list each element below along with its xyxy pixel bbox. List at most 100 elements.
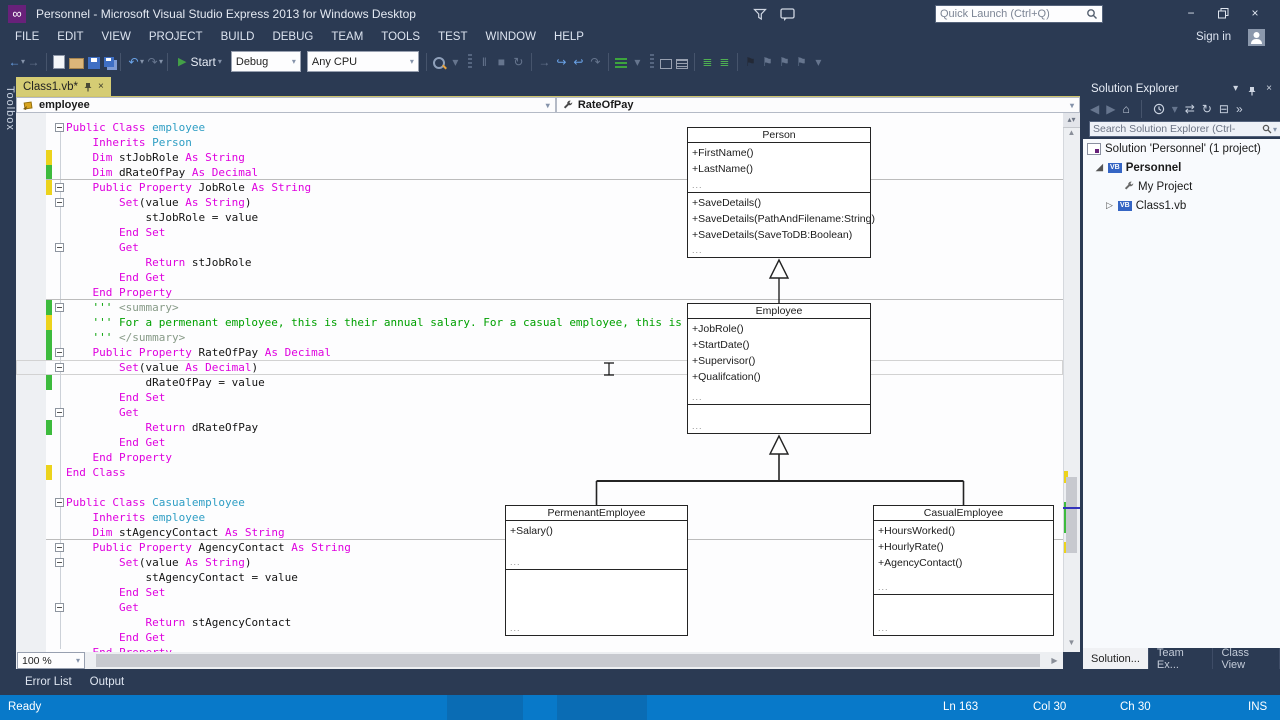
type-dropdown[interactable]: employee ▾ [16,97,556,113]
user-avatar-icon[interactable] [1248,29,1265,46]
comment-icon[interactable] [614,58,627,68]
code-line[interactable]: Dim dRateOfPay As Decimal [16,165,1063,180]
bottom-tab-output[interactable]: Output [89,676,125,688]
code-line[interactable]: dRateOfPay = value [16,375,1063,390]
fold-collapse-icon[interactable] [55,498,64,507]
menu-tools[interactable]: TOOLS [381,31,421,43]
restore-button[interactable] [1210,2,1236,24]
panel-menu-icon[interactable]: ▾ [1233,82,1239,94]
history-back-icon[interactable]: ◀ [1090,102,1100,116]
refresh-icon[interactable]: ↻ [1201,102,1212,116]
add-item-icon[interactable] [69,58,85,69]
code-line[interactable]: Public Property JobRole As String [16,180,1063,195]
menu-file[interactable]: FILE [15,31,40,43]
quick-launch-input[interactable]: Quick Launch (Ctrl+Q) [935,5,1103,23]
tree-item-solution-personnel-1-project-[interactable]: Solution 'Personnel' (1 project) [1083,139,1280,158]
fold-collapse-icon[interactable] [55,198,64,207]
fold-collapse-icon[interactable] [55,243,64,252]
comment-overflow-icon[interactable]: ▾ [634,54,641,69]
code-line[interactable]: Set(value As String) [16,195,1063,210]
menu-edit[interactable]: EDIT [57,31,84,43]
redo-icon[interactable]: ↷ [147,54,158,69]
fold-collapse-icon[interactable] [55,303,64,312]
feedback-bubble-icon[interactable] [780,8,796,22]
fold-collapse-icon[interactable] [55,603,64,612]
code-line[interactable]: ''' For a permenant employee, this is th… [16,315,1063,330]
pending-changes-dropdown-icon[interactable]: ▾ [1171,102,1178,116]
code-line[interactable]: Public Property AgencyContact As String [16,540,1063,555]
menu-debug[interactable]: DEBUG [272,31,314,43]
code-line[interactable]: Get [16,240,1063,255]
code-line[interactable]: End Property [92,451,172,464]
vertical-scrollbar[interactable] [1063,113,1080,652]
code-line[interactable]: Get [16,405,1063,420]
undo-icon[interactable]: ↶ [128,54,139,69]
horizontal-scroll-thumb[interactable] [96,654,1040,667]
code-line[interactable]: End Set [118,586,166,599]
pin-icon[interactable] [84,82,92,92]
fold-collapse-icon[interactable] [55,183,64,192]
code-line[interactable]: Return stJobRole [145,256,252,269]
code-line[interactable]: Set(value As Decimal) [16,360,1063,375]
scroll-down-icon[interactable]: ▼ [1067,638,1076,647]
menu-project[interactable]: PROJECT [148,31,203,43]
switch-views-icon[interactable]: ⇄ [1184,102,1195,116]
fold-collapse-icon[interactable] [55,543,64,552]
toolbar-overflow-icon[interactable]: ▾ [452,54,459,69]
increase-indent-icon[interactable]: ≣ [719,54,730,69]
code-line[interactable]: End Get [118,271,166,284]
save-all-icon[interactable] [104,57,115,67]
code-line[interactable]: Dim stJobRole As String [16,150,1063,165]
menu-window[interactable]: WINDOW [485,31,536,43]
bottom-tab-error-list[interactable]: Error List [25,676,72,688]
code-line[interactable]: stJobRole = value [145,211,259,224]
history-forward-icon[interactable]: ▶ [1106,102,1116,116]
code-line[interactable]: Public Class employee [16,120,1063,135]
menu-help[interactable]: HELP [553,31,584,43]
panel-tab-solution[interactable]: Solution... [1083,648,1149,669]
next-bookmark-icon[interactable]: ⚑ [778,54,790,69]
code-line[interactable]: Public Class Casualemployee [16,495,1063,510]
find-in-files-icon[interactable] [432,56,445,69]
editor-splitter-handle[interactable]: ▴▾ [1063,113,1080,128]
code-line[interactable]: Inherits Person [92,136,192,149]
tab-close-icon[interactable]: × [97,81,104,92]
filter-icon[interactable] [753,8,767,21]
fold-collapse-icon[interactable] [55,123,64,132]
code-line[interactable]: End Set [118,226,166,239]
code-line[interactable]: End Get [118,436,166,449]
code-line[interactable]: End Property [16,645,1063,652]
minimize-button[interactable]: − [1187,6,1195,20]
code-line[interactable]: Return dRateOfPay [16,420,1063,435]
code-line[interactable]: End Set [118,391,166,404]
vertical-scroll-thumb[interactable] [1066,477,1077,553]
step-out-icon[interactable]: ↩ [573,54,584,69]
code-line[interactable]: Get [16,600,1063,615]
zoom-dropdown[interactable]: 100 % ▾ [17,652,85,669]
code-line[interactable]: ''' </summary> [16,330,1063,345]
code-line[interactable] [16,480,1063,495]
step-into-icon[interactable]: ↪ [556,54,567,69]
code-line[interactable]: Set(value As String) [16,555,1063,570]
expander-open-icon[interactable]: ◢ [1096,162,1103,172]
fold-collapse-icon[interactable] [55,408,64,417]
collapse-all-icon[interactable]: ⊟ [1218,102,1229,116]
pause-icon[interactable]: ‖ [481,54,487,69]
panel-tab-teamex[interactable]: Team Ex... [1149,647,1214,671]
panel-tab-classview[interactable]: Class View [1213,647,1280,671]
solution-search-input[interactable]: Search Solution Explorer (Ctrl- ▾ [1089,121,1280,137]
toolbox-tab[interactable]: Toolbox [4,86,16,131]
clear-bookmarks-icon[interactable]: ⚑ [795,54,807,69]
start-button[interactable]: ▶Start▾ [178,54,222,69]
pending-changes-icon[interactable] [1153,103,1165,115]
scroll-right-icon[interactable]: ▶ [1051,656,1058,665]
bookmark-overflow-icon[interactable]: ▾ [815,54,822,69]
tree-item-my-project[interactable]: My Project [1083,177,1280,196]
scroll-up-icon[interactable]: ▲ [1067,128,1076,137]
sign-in-link[interactable]: Sign in [1196,31,1232,43]
menu-build[interactable]: BUILD [220,31,255,43]
document-tab[interactable]: Class1.vb* × [16,77,111,96]
box-list-icon[interactable] [675,58,688,69]
run-to-cursor-icon[interactable]: ↷ [590,54,601,69]
